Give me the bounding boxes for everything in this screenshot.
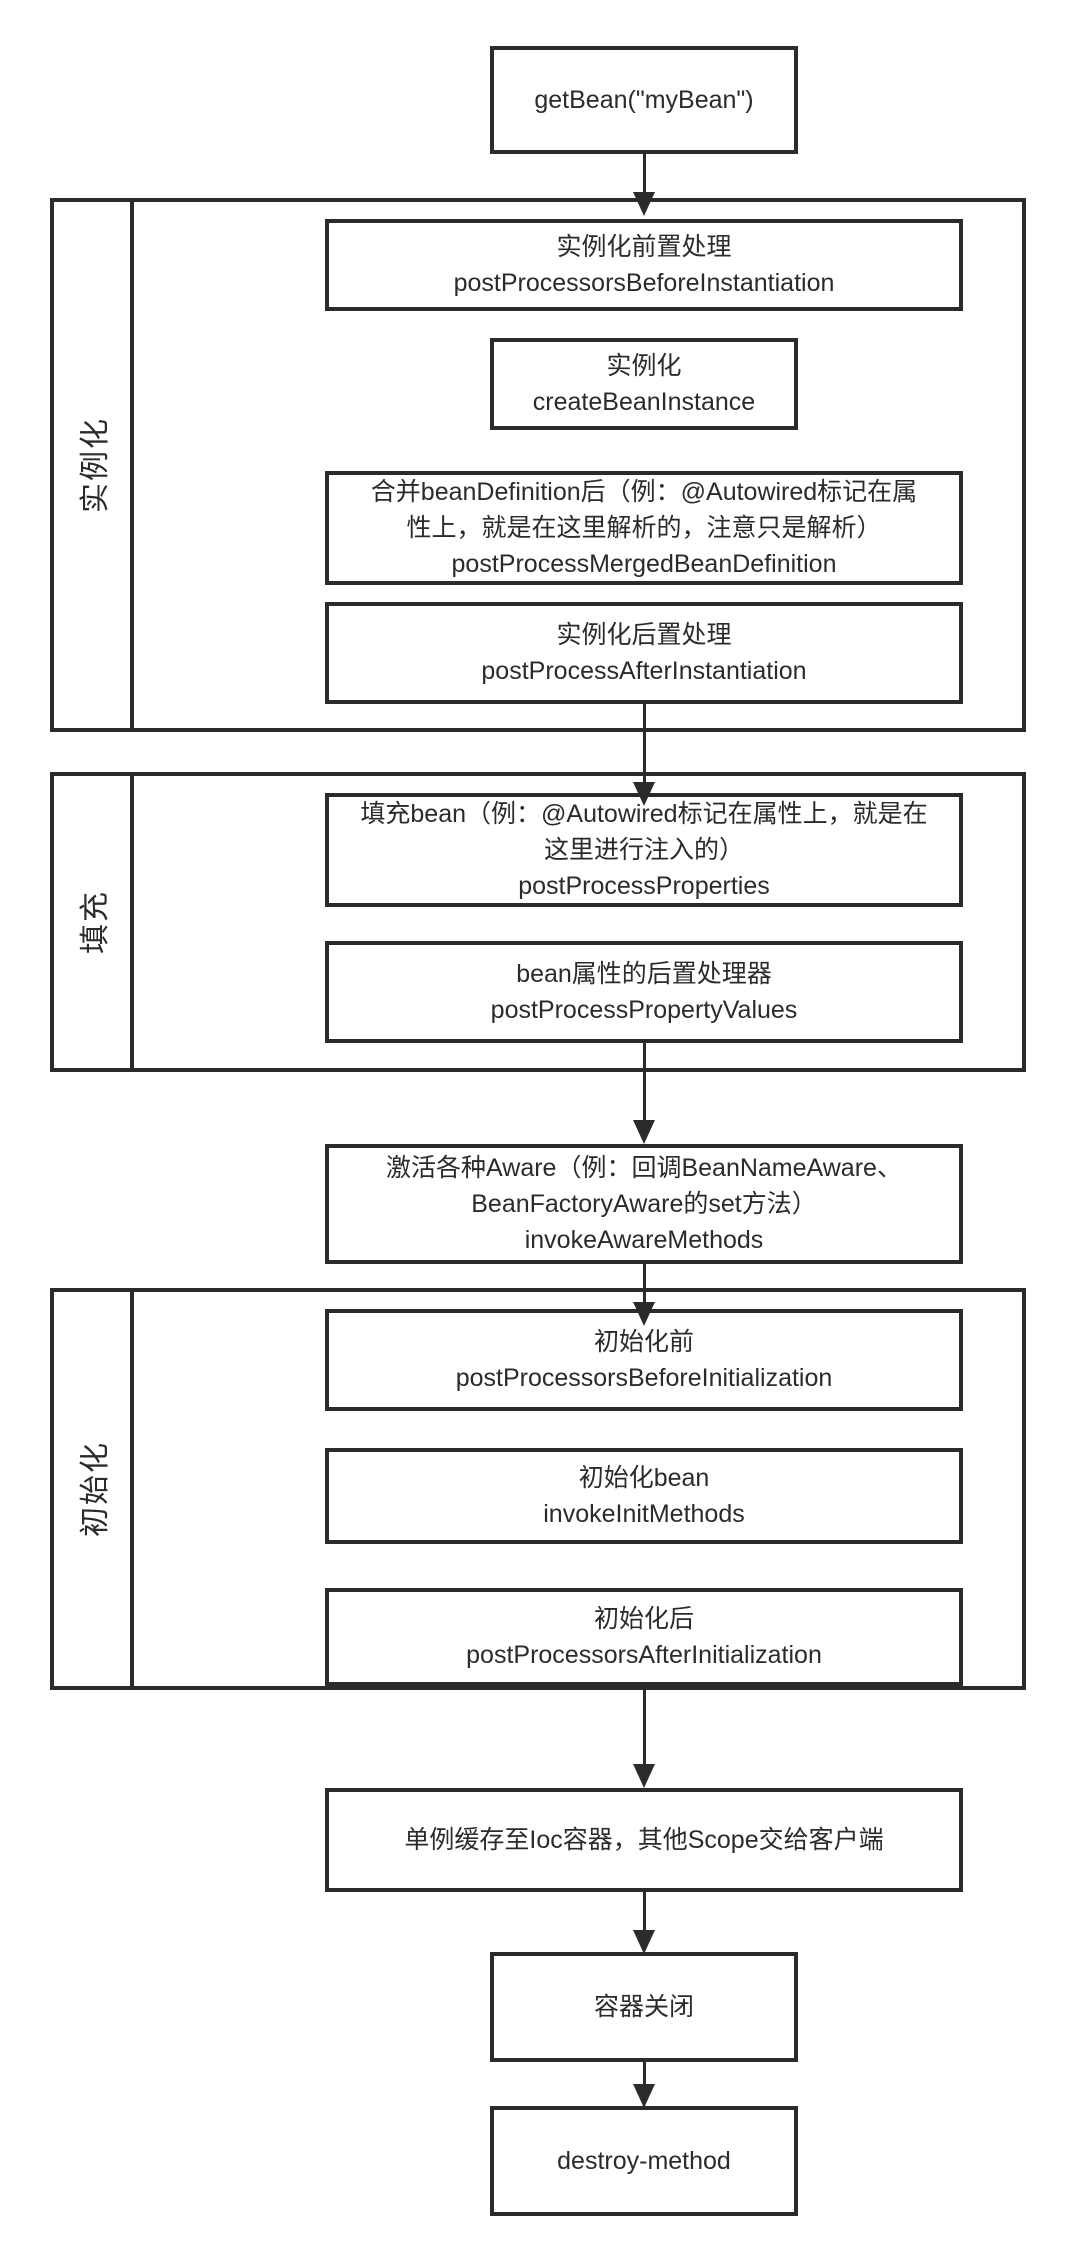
- group-instantiation-label: 实例化: [79, 417, 112, 513]
- arrow-invoke-aware-to-initialization-group: [633, 1264, 655, 1326]
- node-populate-bean-text: 填充bean（例：@Autowired标记在属性上，就是在 这里进行注入的） p…: [360, 799, 928, 901]
- group-population-label: 填充: [79, 890, 112, 954]
- node-before-instantiation[interactable]: 实例化前置处理 postProcessorsBeforeInstantiatio…: [325, 219, 963, 311]
- group-initialization-label-column: 初始化: [50, 1288, 134, 1690]
- node-after-instantiation[interactable]: 实例化后置处理 postProcessAfterInstantiation: [325, 602, 963, 704]
- node-invoke-init-methods[interactable]: 初始化bean invokeInitMethods: [325, 1448, 963, 1544]
- arrow-head: [633, 1930, 655, 1954]
- node-merged-bean-definition-text: 合并beanDefinition后（例：@Autowired标记在属 性上，就是…: [370, 477, 918, 579]
- arrow-shaft: [642, 1264, 646, 1304]
- node-container-close-text: 容器关闭: [593, 1992, 694, 2021]
- node-after-initialization-text: 初始化后 postProcessorsAfterInitialization: [466, 1604, 822, 1669]
- node-before-instantiation-text: 实例化前置处理 postProcessorsBeforeInstantiatio…: [453, 232, 835, 297]
- arrow-head: [633, 2084, 655, 2108]
- node-property-values[interactable]: bean属性的后置处理器 postProcessPropertyValues: [325, 941, 963, 1043]
- node-invoke-aware[interactable]: 激活各种Aware（例：回调BeanNameAware、 BeanFactory…: [325, 1144, 963, 1264]
- arrow-head: [633, 1764, 655, 1788]
- node-invoke-init-methods-text: 初始化bean invokeInitMethods: [543, 1463, 745, 1528]
- node-before-initialization[interactable]: 初始化前 postProcessorsBeforeInitialization: [325, 1309, 963, 1411]
- arrow-population-group-to-invoke-aware: [633, 1043, 655, 1144]
- group-population-label-column: 填充: [50, 772, 134, 1072]
- node-container-close[interactable]: 容器关闭: [490, 1952, 798, 2062]
- group-instantiation-label-column: 实例化: [50, 198, 134, 732]
- node-get-bean-text: getBean("myBean"): [534, 85, 754, 114]
- arrow-shaft: [642, 154, 646, 194]
- node-property-values-text: bean属性的后置处理器 postProcessPropertyValues: [490, 959, 798, 1024]
- node-get-bean[interactable]: getBean("myBean"): [490, 46, 798, 154]
- node-invoke-aware-text: 激活各种Aware（例：回调BeanNameAware、 BeanFactory…: [386, 1153, 902, 1255]
- node-merged-bean-definition[interactable]: 合并beanDefinition后（例：@Autowired标记在属 性上，就是…: [325, 471, 963, 585]
- node-destroy-method-text: destroy-method: [557, 2146, 731, 2175]
- group-initialization-label: 初始化: [79, 1441, 112, 1537]
- arrow-container-close-to-destroy-method: [633, 2062, 655, 2108]
- arrow-head: [633, 192, 655, 216]
- node-destroy-method[interactable]: destroy-method: [490, 2106, 798, 2216]
- arrow-shaft: [642, 704, 646, 784]
- node-create-bean-instance-text: 实例化 createBeanInstance: [532, 351, 756, 416]
- arrow-head: [633, 1302, 655, 1326]
- arrow-head: [633, 782, 655, 806]
- node-cache-singleton[interactable]: 单例缓存至Ioc容器，其他Scope交给客户端: [325, 1788, 963, 1892]
- arrow-shaft: [642, 2062, 646, 2086]
- node-cache-singleton-text: 单例缓存至Ioc容器，其他Scope交给客户端: [404, 1825, 884, 1854]
- arrow-cache-singleton-to-container-close: [633, 1892, 655, 1954]
- node-after-instantiation-text: 实例化后置处理 postProcessAfterInstantiation: [481, 620, 807, 685]
- node-after-initialization[interactable]: 初始化后 postProcessorsAfterInitialization: [325, 1588, 963, 1686]
- node-before-initialization-text: 初始化前 postProcessorsBeforeInitialization: [455, 1327, 833, 1392]
- node-create-bean-instance[interactable]: 实例化 createBeanInstance: [490, 338, 798, 430]
- arrow-get-bean-to-instantiation-group: [633, 154, 655, 216]
- node-populate-bean[interactable]: 填充bean（例：@Autowired标记在属性上，就是在 这里进行注入的） p…: [325, 793, 963, 907]
- arrow-initialization-group-to-cache-singleton: [633, 1686, 655, 1788]
- arrow-instantiation-group-to-population-group: [633, 704, 655, 806]
- arrow-shaft: [642, 1043, 646, 1122]
- arrow-head: [633, 1120, 655, 1144]
- arrow-shaft: [642, 1686, 646, 1766]
- arrow-shaft: [642, 1892, 646, 1932]
